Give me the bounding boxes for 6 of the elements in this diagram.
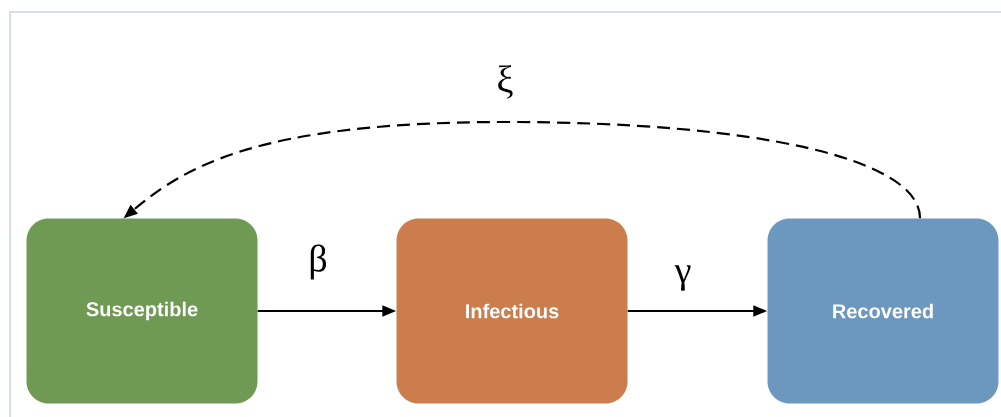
state-box: Recovered <box>767 218 999 404</box>
state-box: Susceptible <box>26 218 258 404</box>
edge-label: β <box>306 242 330 282</box>
state-box: Infectious <box>396 218 628 404</box>
edge-label: γ <box>672 263 694 293</box>
edge-label: ξ <box>494 63 516 101</box>
